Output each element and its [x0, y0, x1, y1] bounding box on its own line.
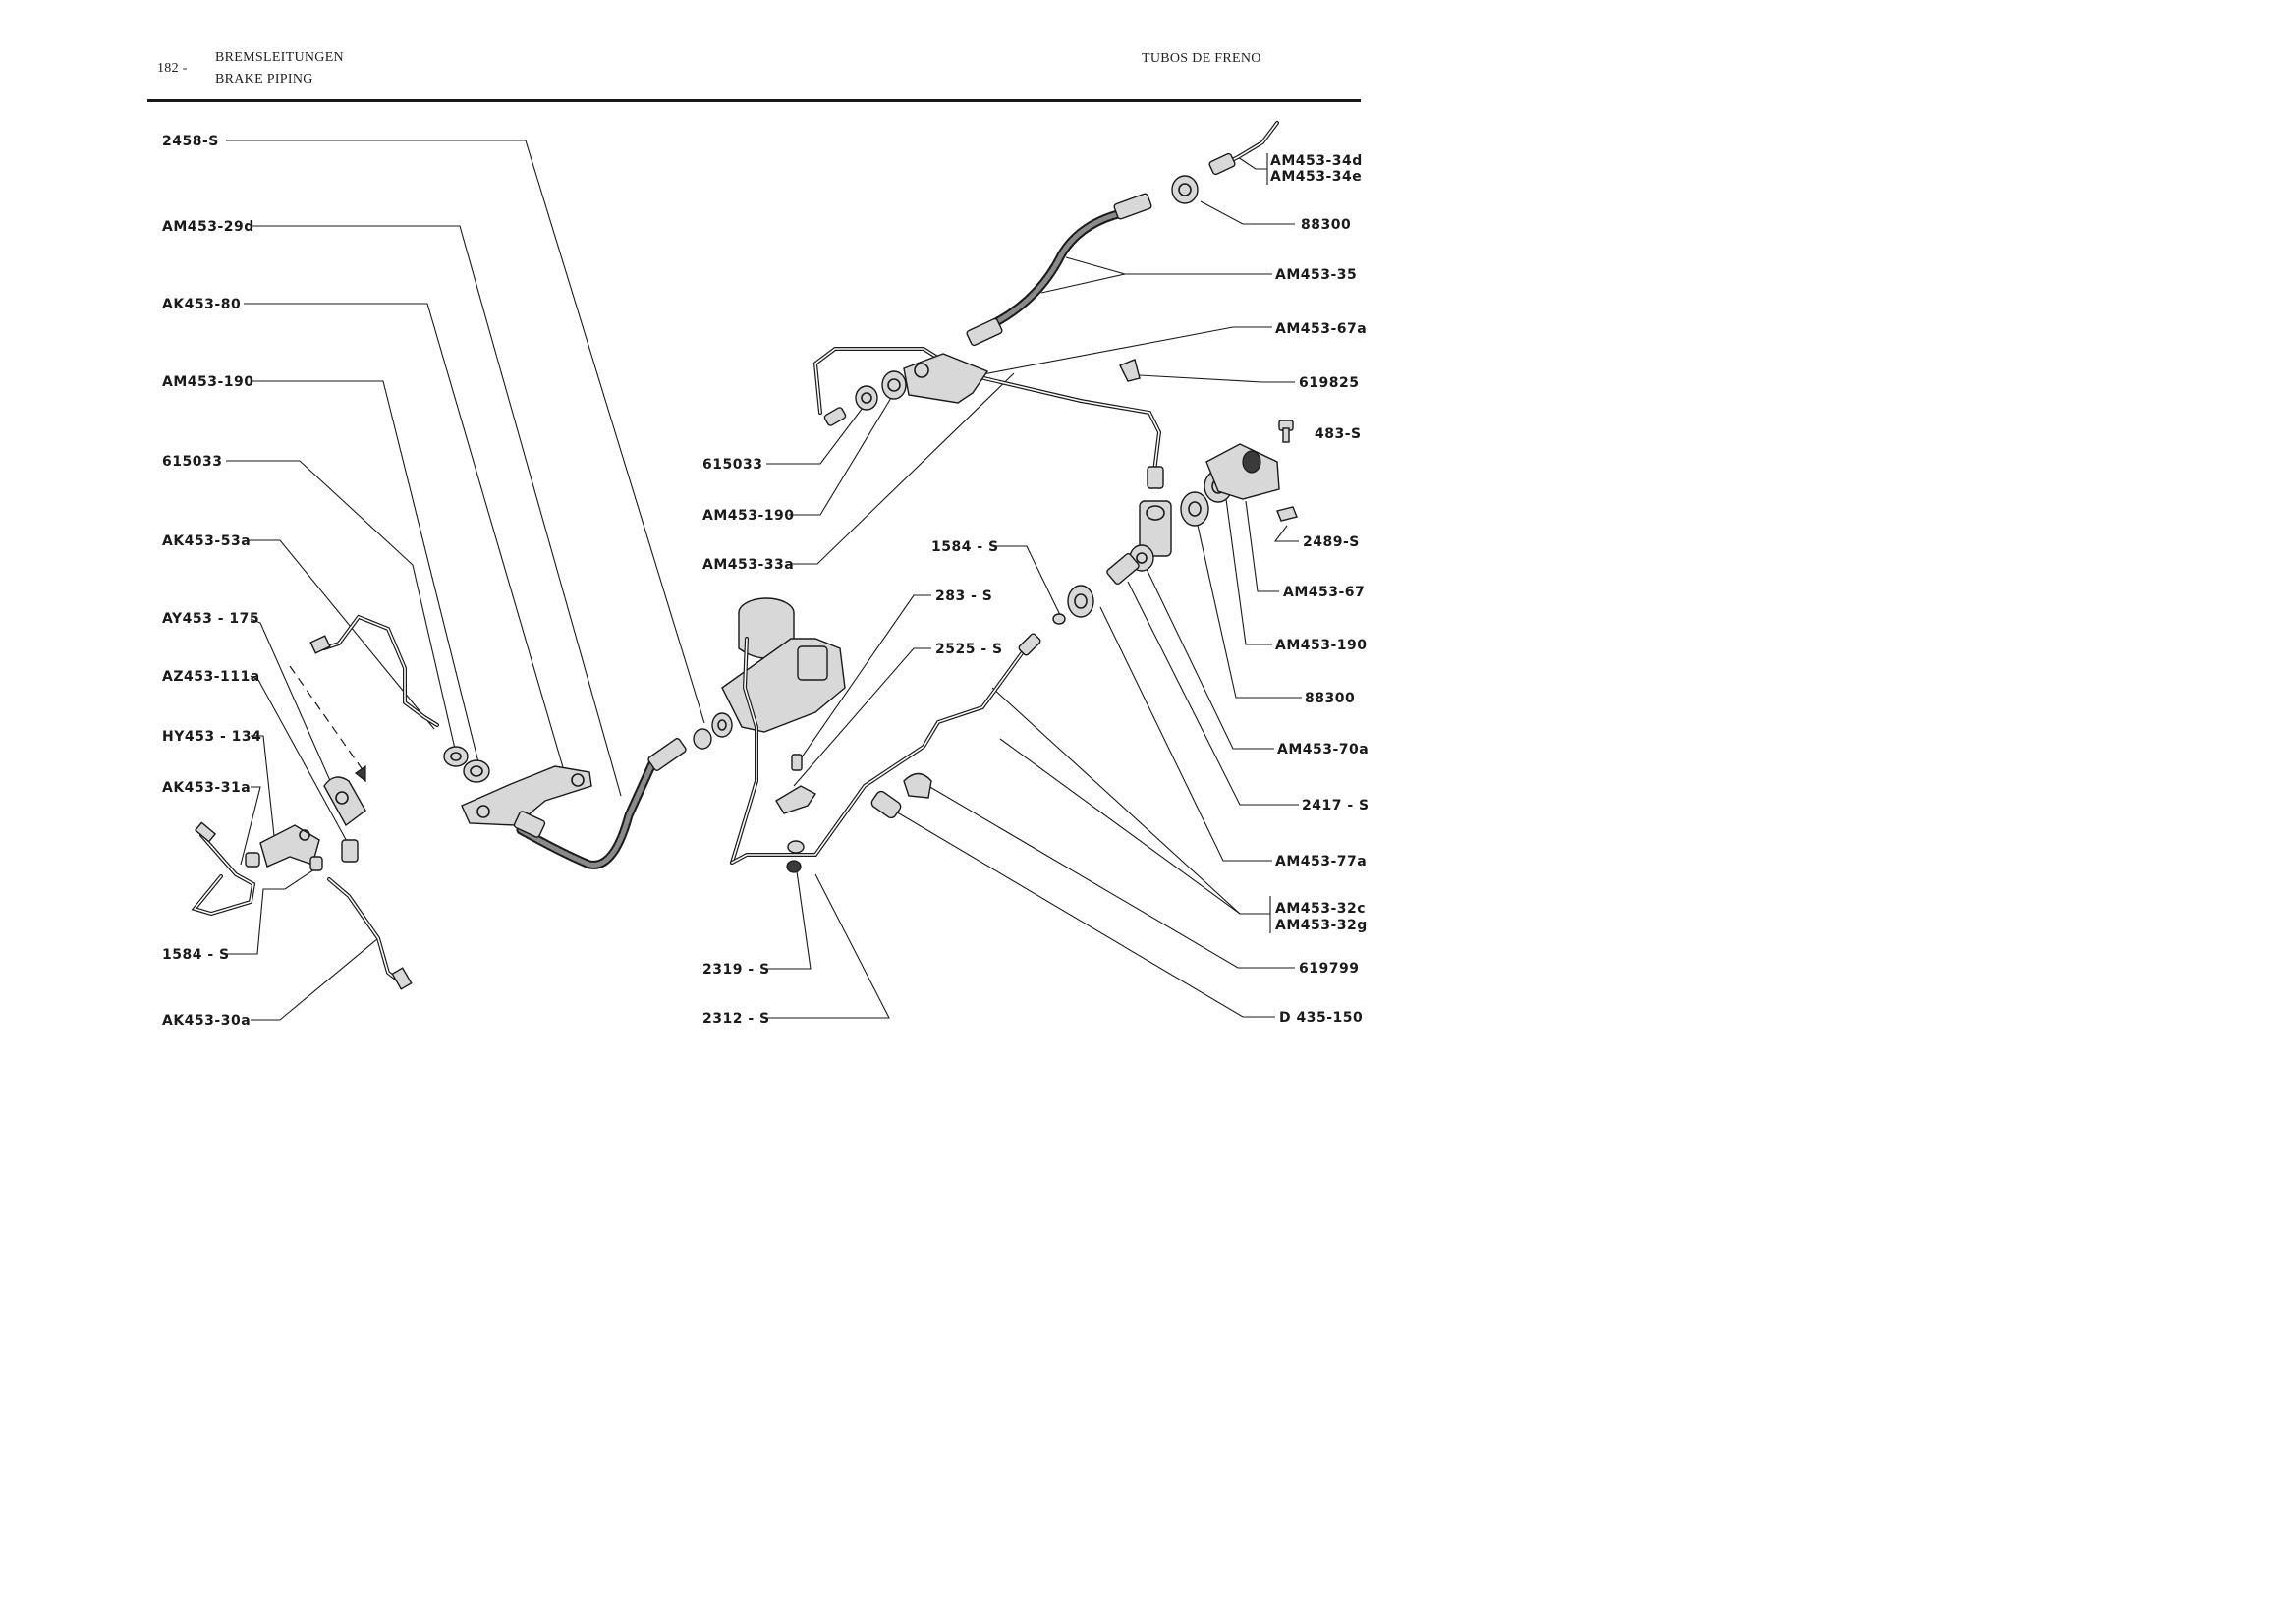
title-english: BRAKE PIPING: [215, 72, 313, 86]
label-am453-77a: AM453-77a: [1275, 854, 1367, 869]
header-rule: [147, 99, 1361, 102]
label-am453-33a: AM453-33a: [702, 557, 794, 573]
left-junction-assembly: [191, 614, 439, 990]
label-483-s: 483-S: [1315, 426, 1362, 442]
label-am453-35: AM453-35: [1275, 267, 1357, 283]
label-619825: 619825: [1299, 375, 1359, 391]
title-spanish: TUBOS DE FRENO: [1142, 51, 1261, 66]
label-az453-111a: AZ453-111a: [162, 669, 260, 685]
label-ak453-80: AK453-80: [162, 297, 241, 312]
label-ak453-53a: AK453-53a: [162, 533, 251, 549]
label-am453-190-left: AM453-190: [162, 374, 254, 390]
label-283-s: 283 - S: [935, 588, 992, 604]
label-88300-top: 88300: [1301, 217, 1351, 233]
label-2458-s: 2458-S: [162, 134, 219, 149]
label-am453-67: AM453-67: [1283, 585, 1365, 600]
label-am453-32g: AM453-32g: [1275, 918, 1368, 933]
label-619799: 619799: [1299, 961, 1359, 977]
label-ak453-31a: AK453-31a: [162, 780, 251, 796]
brake-piping-diagram: 2458-S AM453-29d AK453-80 AM453-190 6150…: [162, 121, 1370, 1029]
label-2417-s: 2417 - S: [1302, 798, 1370, 813]
label-ay453-175: AY453 - 175: [162, 611, 259, 627]
label-am453-67a: AM453-67a: [1275, 321, 1367, 337]
label-615033-center: 615033: [702, 457, 762, 473]
label-am453-29d: AM453-29d: [162, 219, 254, 235]
upper-rear-hose: [966, 121, 1279, 347]
rear-junction-block: [1052, 420, 1298, 625]
label-am453-70a: AM453-70a: [1277, 742, 1369, 757]
leader-lines-left: [224, 140, 705, 1021]
label-ak453-30a: AK453-30a: [162, 1013, 251, 1029]
label-1584-s-center: 1584 - S: [931, 539, 999, 555]
title-german: BREMSLEITUNGEN: [215, 50, 344, 65]
label-am453-190-right: AM453-190: [1275, 638, 1368, 653]
label-2312-s: 2312 - S: [702, 1011, 770, 1027]
label-2489-s: 2489-S: [1303, 534, 1360, 550]
label-2525-s: 2525 - S: [935, 642, 1003, 657]
rear-pipe-and-clips: [730, 633, 1041, 873]
label-d435-150: D 435-150: [1279, 1010, 1363, 1026]
label-615033-left: 615033: [162, 454, 222, 470]
front-bracket-and-hose: [443, 738, 687, 869]
label-hy453-134: HY453 - 134: [162, 729, 261, 745]
label-am453-34e: AM453-34e: [1270, 169, 1362, 185]
master-cylinder: [693, 597, 846, 865]
label-88300-bottom: 88300: [1305, 691, 1355, 706]
label-am453-32c: AM453-32c: [1275, 901, 1366, 917]
leader-lines-right: [893, 153, 1302, 1018]
label-am453-34d: AM453-34d: [1270, 153, 1363, 169]
label-1584-s-left: 1584 - S: [162, 947, 230, 963]
label-2319-s: 2319 - S: [702, 962, 770, 978]
center-bracket-assembly: [812, 347, 1162, 474]
page-number: 182 -: [157, 61, 188, 76]
leader-lines-center: [764, 372, 1062, 1019]
label-am453-190-center: AM453-190: [702, 508, 795, 524]
